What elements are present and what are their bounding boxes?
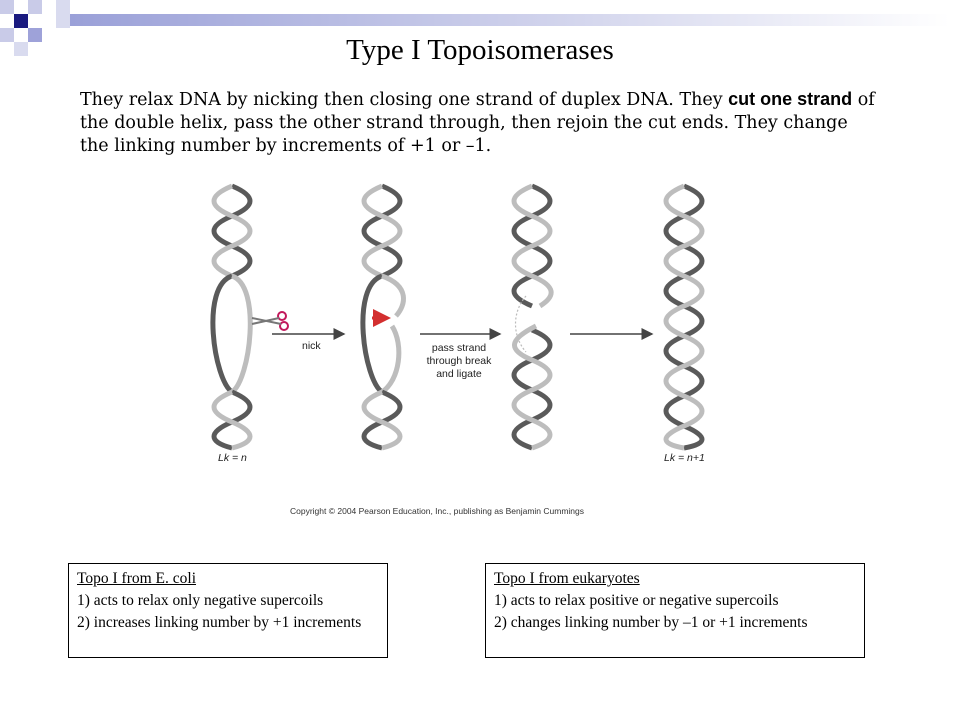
pass-label-1: pass strand <box>432 342 486 354</box>
nick-label: nick <box>302 340 321 352</box>
eukaryote-topo-box: Topo I from eukaryotes 1) acts to relax … <box>485 563 865 658</box>
eukaryote-box-line2: 2) changes linking number by –1 or +1 in… <box>494 614 808 631</box>
intro-emphasis: cut one strand <box>728 89 853 109</box>
ecoli-topo-box: Topo I from E. coli 1) acts to relax onl… <box>68 563 388 658</box>
intro-text-1: They relax DNA by nicking then closing o… <box>80 90 729 110</box>
ecoli-box-line1: 1) acts to relax only negative supercoil… <box>77 592 324 609</box>
slide-title: Type I Topoisomerases <box>346 34 614 66</box>
title-decoration <box>0 0 950 56</box>
lk-end-label: Lk = n+1 <box>664 452 705 464</box>
eukaryote-box-header: Topo I from eukaryotes <box>494 570 640 587</box>
intro-paragraph: They relax DNA by nicking then closing o… <box>80 88 880 158</box>
eukaryote-box-line1: 1) acts to relax positive or negative su… <box>494 592 779 609</box>
topoisomerase-figure: nick pass strand through break and ligat… <box>210 183 705 516</box>
pass-label-3: and ligate <box>436 368 482 380</box>
lk-start-label: Lk = n <box>218 452 247 464</box>
pass-label-2: through break <box>427 355 493 367</box>
dna-helix-relaxed <box>210 183 253 451</box>
dna-helix-nicked <box>360 183 406 451</box>
scissors-icon <box>251 311 289 331</box>
copyright-text: Copyright © 2004 Pearson Education, Inc.… <box>290 506 584 516</box>
dna-helix-passing <box>511 183 554 451</box>
dna-helix-result <box>663 183 705 451</box>
ecoli-box-line2: 2) increases linking number by +1 increm… <box>77 614 362 631</box>
ecoli-box-header: Topo I from E. coli <box>77 570 197 587</box>
intro-text-2: of the double helix, pass the other stra… <box>80 90 875 156</box>
